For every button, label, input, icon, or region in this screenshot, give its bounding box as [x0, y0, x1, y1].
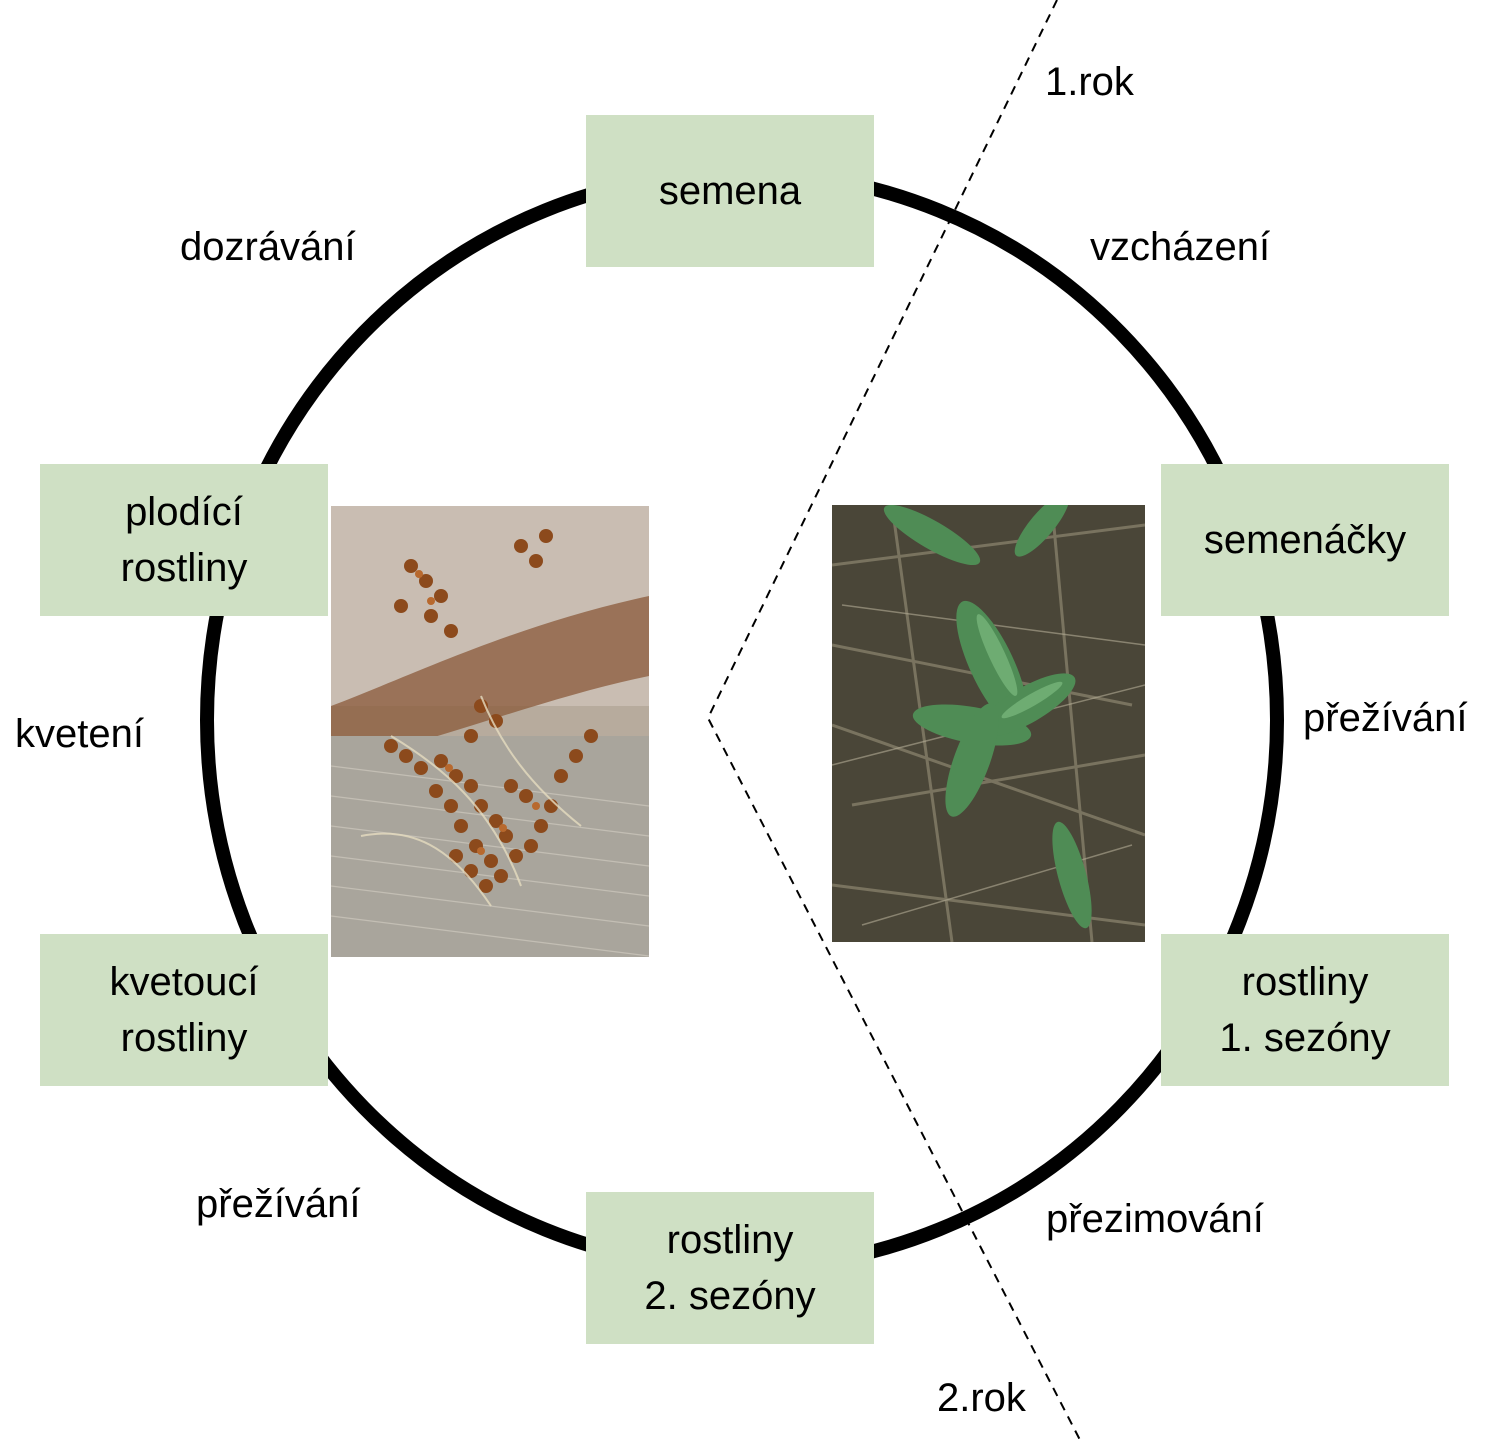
stage-plants-second-season: rostliny 2. sezóny: [586, 1192, 874, 1344]
year-first-label: 1.rok: [1045, 58, 1134, 106]
transition-survival-left: přežívání: [196, 1180, 361, 1228]
stage-flowering-plants: kvetoucí rostliny: [40, 934, 328, 1086]
stage-plants-first-season: rostliny 1. sezóny: [1161, 934, 1449, 1086]
stage-plants-first-season-line1: rostliny: [1219, 954, 1390, 1010]
stage-fruiting-plants: plodící rostliny: [40, 464, 328, 616]
stage-plants-second-season-line1: rostliny: [644, 1212, 815, 1268]
stage-flowering-plants-line2: rostliny: [110, 1010, 259, 1066]
transition-ripening: dozrávání: [180, 223, 356, 271]
transition-overwintering: přezimování: [1046, 1195, 1264, 1243]
stage-flowering-plants-line1: kvetoucí: [110, 954, 259, 1010]
seedling-photo: [832, 505, 1145, 942]
transition-flowering: kvetení: [15, 710, 144, 758]
transition-survival-right: přežívání: [1303, 694, 1468, 742]
stage-fruiting-plants-line2: rostliny: [121, 540, 248, 596]
stage-fruiting-plants-line1: plodící: [121, 484, 248, 540]
transition-emergence: vzcházení: [1090, 223, 1270, 271]
stage-plants-second-season-line2: 2. sezóny: [644, 1268, 815, 1324]
stage-seeds: semena: [586, 115, 874, 267]
year-second-label: 2.rok: [937, 1374, 1026, 1422]
seeds-photo: [331, 506, 649, 957]
stage-plants-first-season-line2: 1. sezóny: [1219, 1010, 1390, 1066]
stage-seedlings: semenáčky: [1161, 464, 1449, 616]
stage-seedlings-label: semenáčky: [1204, 512, 1406, 568]
stage-seeds-label: semena: [659, 163, 801, 219]
